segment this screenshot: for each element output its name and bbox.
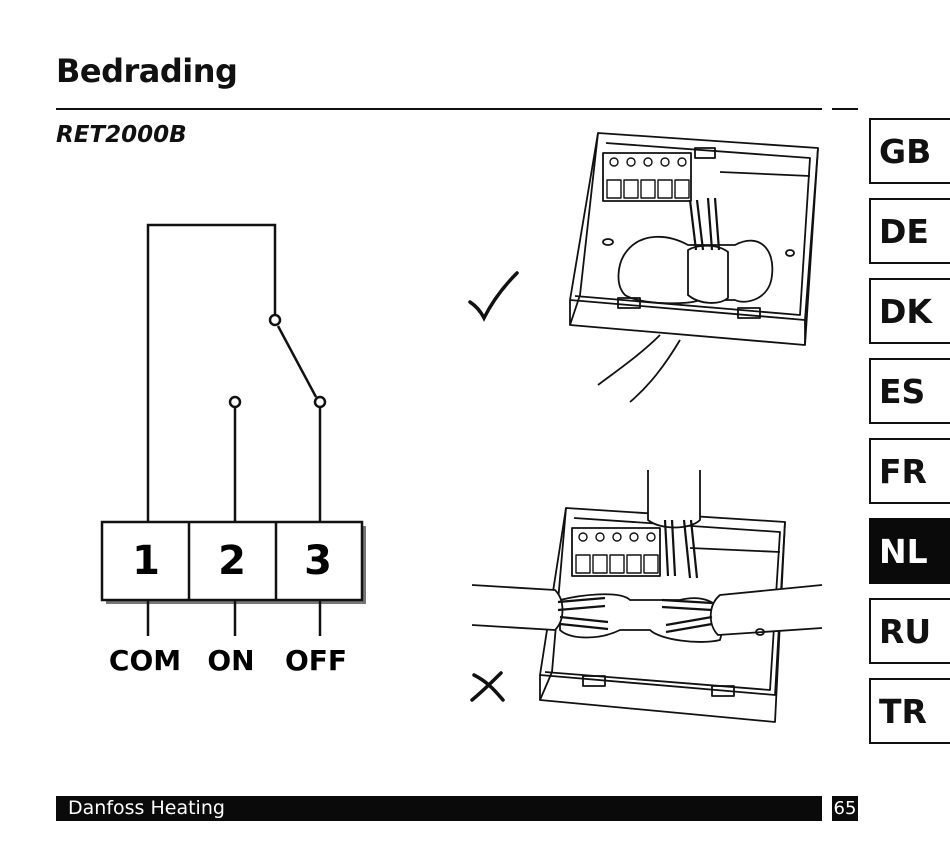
language-tab-nl[interactable]: NL xyxy=(869,518,950,584)
terminal-2-label: ON xyxy=(207,644,254,677)
switch-pivot-contact xyxy=(268,313,282,327)
terminal-3-label: OFF xyxy=(285,644,347,677)
switch-arm xyxy=(276,325,318,398)
terminal-1-number: 1 xyxy=(132,538,160,584)
header-divider-short xyxy=(832,108,858,110)
language-tab-dk[interactable]: DK xyxy=(869,278,950,344)
terminal-3-number: 3 xyxy=(304,538,332,584)
checkmark-icon xyxy=(468,271,519,322)
correct-installation-illustration xyxy=(569,132,819,403)
header-divider xyxy=(56,108,822,110)
language-tab-gb[interactable]: GB xyxy=(869,118,950,184)
on-contact xyxy=(228,395,242,409)
language-tab-ru[interactable]: RU xyxy=(869,598,950,664)
terminal-1-label: COM xyxy=(109,644,181,677)
incorrect-installation-illustration xyxy=(471,470,823,723)
off-contact xyxy=(313,395,327,409)
terminal-block xyxy=(100,520,364,602)
page-title: Bedrading xyxy=(56,52,238,90)
com-wire xyxy=(146,223,277,522)
page-number: 65 xyxy=(832,796,858,821)
language-tab-de[interactable]: DE xyxy=(869,198,950,264)
terminal-2-number: 2 xyxy=(218,538,246,584)
language-tab-tr[interactable]: TR xyxy=(869,678,950,744)
cross-icon xyxy=(470,671,505,702)
model-name: RET2000B xyxy=(56,122,187,148)
language-tab-fr[interactable]: FR xyxy=(869,438,950,504)
language-tab-es[interactable]: ES xyxy=(869,358,950,424)
footer-brand: Danfoss Heating xyxy=(56,796,822,821)
